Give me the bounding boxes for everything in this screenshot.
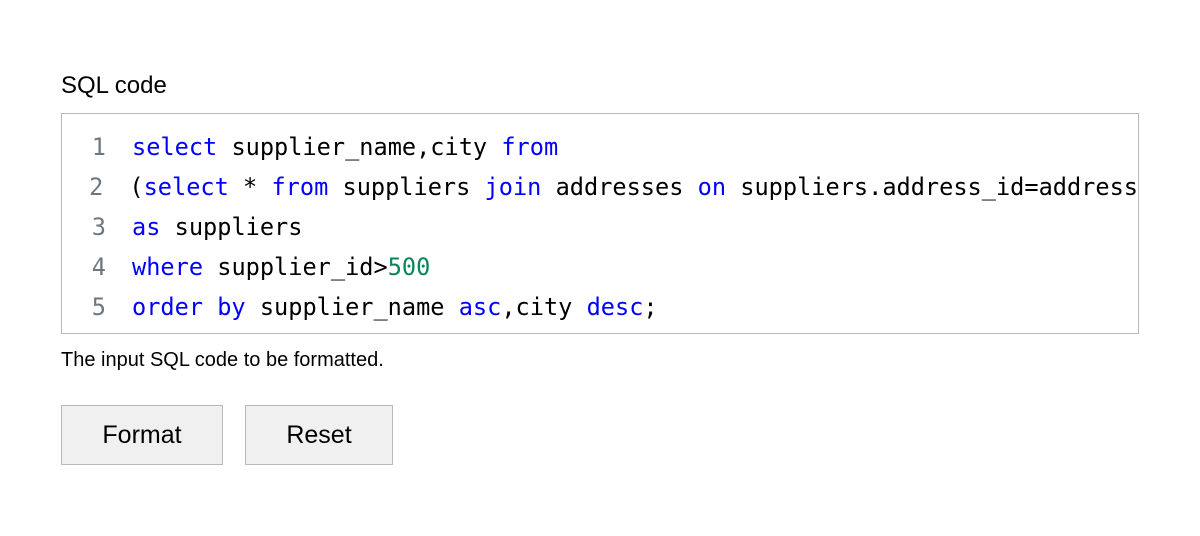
sql-text: suppliers (328, 173, 485, 201)
sql-text: supplier_name,city (217, 133, 502, 161)
sql-keyword: order by (132, 293, 246, 321)
format-button[interactable]: Format (61, 405, 223, 465)
sql-keyword: where (132, 253, 204, 281)
line-number: 5 (91, 293, 106, 321)
sql-text: suppliers.address_id=address (726, 173, 1138, 201)
sql-keyword: from (501, 133, 559, 161)
sql-text: supplier_id> (203, 253, 388, 281)
sql-keyword: asc (458, 293, 502, 321)
sql-keyword: from (271, 173, 329, 201)
line-number: 4 (91, 253, 106, 281)
code-line: 5 order by supplier_name asc,city desc; (62, 287, 1138, 327)
sql-keyword: select (143, 173, 229, 201)
help-text: The input SQL code to be formatted. (61, 349, 384, 371)
sql-text: ; (643, 293, 658, 321)
sql-code-label: SQL code (61, 72, 167, 99)
sql-text: * (228, 173, 272, 201)
code-line: 2 (select * from suppliers join addresses… (62, 167, 1138, 207)
sql-text: ( (129, 173, 144, 201)
line-code: as suppliers (132, 207, 302, 247)
line-code: (select * from suppliers join addresses … (129, 167, 1138, 207)
sql-text: addresses (541, 173, 698, 201)
code-line: 3 as suppliers (62, 207, 1138, 247)
code-line: 4 where supplier_id>500 (62, 247, 1138, 287)
sql-keyword: on (697, 173, 727, 201)
line-code: order by supplier_name asc,city desc; (132, 287, 658, 327)
sql-text: ,city (501, 293, 587, 321)
sql-keyword: join (484, 173, 542, 201)
sql-keyword: select (132, 133, 218, 161)
sql-text: suppliers (160, 213, 303, 241)
line-number: 2 (89, 173, 104, 201)
reset-button[interactable]: Reset (245, 405, 393, 465)
sql-keyword: as (132, 213, 161, 241)
sql-keyword: desc (586, 293, 644, 321)
line-code: where supplier_id>500 (132, 247, 430, 287)
sql-text: supplier_name (245, 293, 459, 321)
code-line: 1 select supplier_name,city from (62, 127, 1138, 167)
line-number: 1 (91, 133, 106, 161)
sql-number: 500 (387, 253, 431, 281)
line-number: 3 (91, 213, 106, 241)
line-code: select supplier_name,city from (132, 127, 558, 167)
